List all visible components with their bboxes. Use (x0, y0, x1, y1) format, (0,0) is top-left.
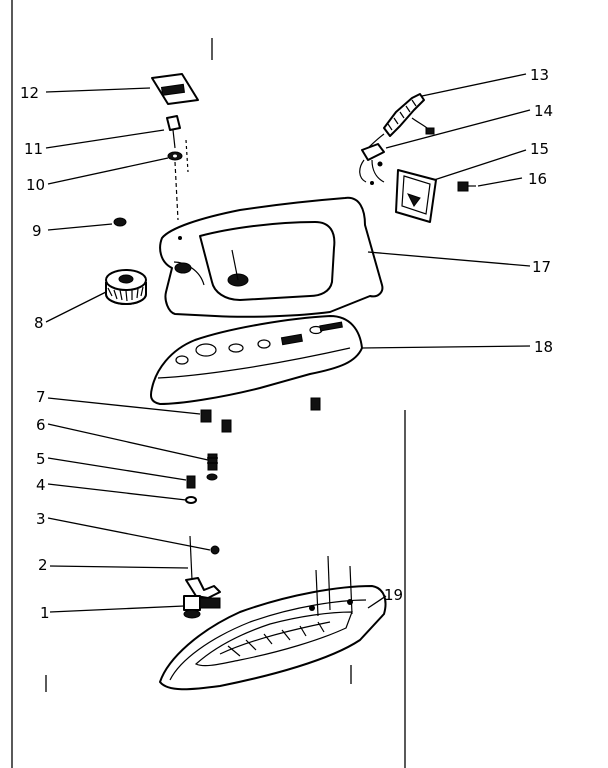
part-8-knob (105, 269, 147, 305)
part-1-thermostat (183, 595, 221, 619)
callout-6: 6 (36, 416, 46, 434)
callout-18: 18 (534, 338, 553, 356)
part-18-shell (150, 315, 363, 405)
callout-2: 2 (38, 556, 48, 574)
part-13-cord (363, 93, 435, 153)
part-12-nameplate (151, 73, 199, 105)
part-5-screw (186, 475, 196, 489)
part-16-screw (457, 181, 476, 192)
part-17-handle (159, 196, 384, 318)
callout-15: 15 (530, 140, 549, 158)
callout-13: 13 (530, 66, 549, 84)
part-19-soleplate (159, 555, 387, 691)
callout-17: 17 (532, 258, 551, 276)
callout-labels: 12 11 10 9 8 7 6 5 4 3 2 1 13 14 15 16 1… (20, 66, 553, 622)
callout-11: 11 (24, 140, 43, 158)
part-4-washer (185, 496, 197, 504)
callout-10: 10 (26, 176, 45, 194)
callout-8: 8 (34, 314, 44, 332)
callout-16: 16 (528, 170, 547, 188)
callout-14: 14 (534, 102, 553, 120)
callout-5: 5 (36, 450, 46, 468)
callout-12: 12 (20, 84, 39, 102)
part-14-terminal (359, 143, 385, 185)
part-15-cover (395, 169, 437, 223)
callout-19: 19 (384, 586, 403, 604)
callout-7: 7 (36, 388, 46, 406)
callout-3: 3 (36, 510, 46, 528)
screw-axis-dashed-2 (185, 139, 189, 173)
screw-axis-dashed (174, 161, 179, 221)
leader-lines (45, 73, 531, 613)
part-9-nut (113, 217, 127, 227)
callout-1: 1 (40, 604, 50, 622)
part-6-spring (206, 453, 218, 481)
part-10-washer (167, 151, 183, 161)
part-7-nut (200, 397, 321, 433)
part-11-screw (166, 115, 181, 149)
callout-9: 9 (32, 222, 42, 240)
part-2-thermostat-rod (185, 535, 221, 599)
callout-4: 4 (36, 476, 46, 494)
part-3-ball (210, 545, 220, 555)
